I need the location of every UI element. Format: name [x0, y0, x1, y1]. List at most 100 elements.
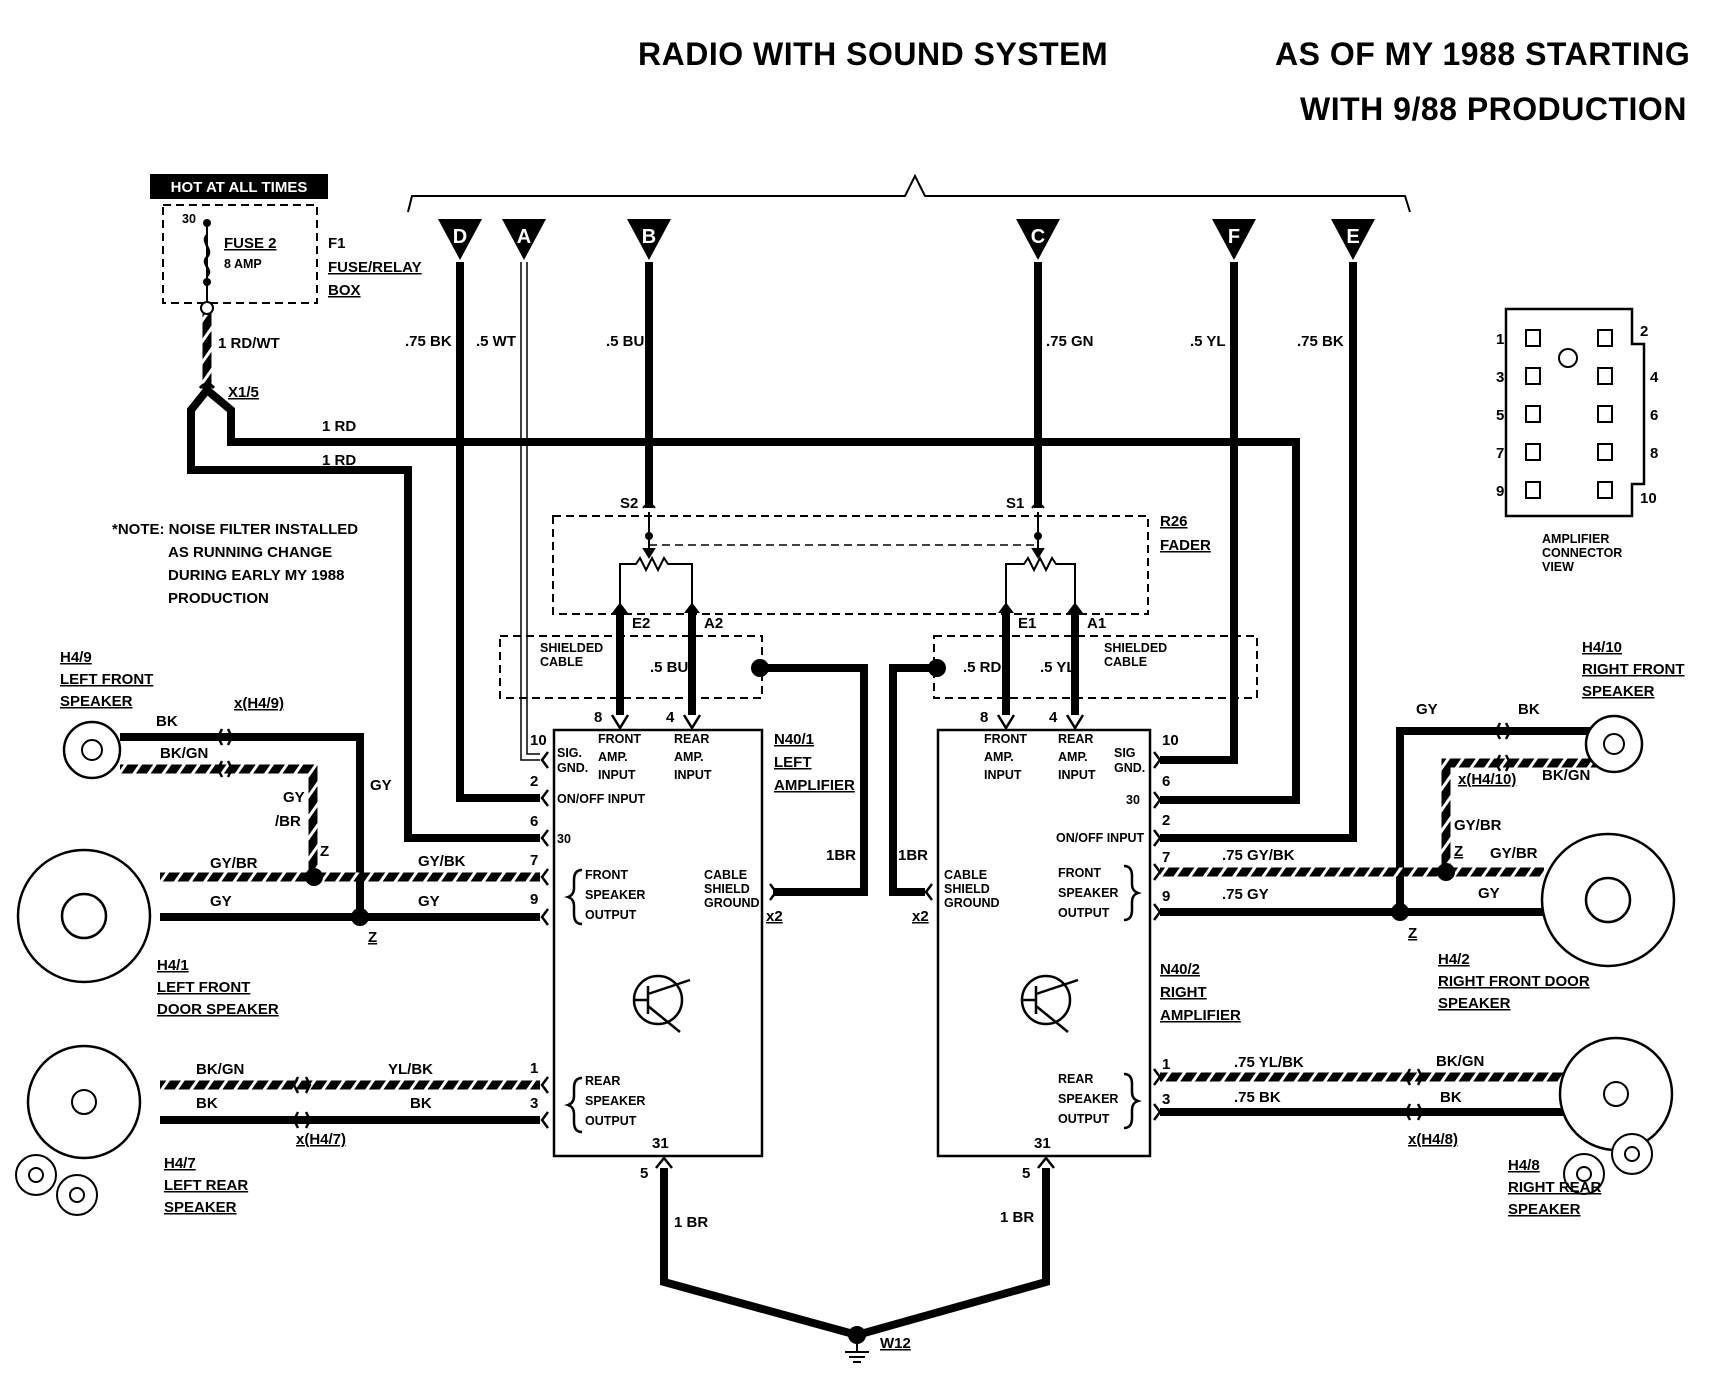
svg-text:H4/1: H4/1 [157, 957, 189, 974]
svg-text:*NOTE: NOISE FILTER INSTALLED: *NOTE: NOISE FILTER INSTALLED [112, 521, 358, 538]
fuse-name: FUSE 2 [224, 235, 277, 252]
wire-E [1160, 262, 1357, 842]
svg-text:AMP.: AMP. [984, 750, 1014, 764]
svg-text:x(H4/8): x(H4/8) [1408, 1131, 1458, 1148]
fuse-box-outline [162, 204, 318, 304]
svg-text:1 BR: 1 BR [674, 1214, 708, 1231]
svg-text:GY: GY [210, 893, 232, 910]
svg-text:x(H4/10): x(H4/10) [1458, 771, 1516, 788]
heavy-wires [120, 262, 1602, 1339]
svg-text:SIG.: SIG. [557, 746, 582, 760]
svg-text:BK/GN: BK/GN [160, 745, 208, 762]
wire-label-B: .5 BU [606, 333, 644, 350]
svg-text:BK/GN: BK/GN [1542, 767, 1590, 784]
svg-text:GROUND: GROUND [704, 896, 760, 910]
fader-outline [552, 515, 1149, 615]
svg-text:x(H4/7): x(H4/7) [296, 1131, 346, 1148]
fader-id: R26 [1160, 513, 1188, 530]
hot-at-all-times: HOT AT ALL TIMES [171, 179, 308, 196]
svg-text:BK: BK [1518, 701, 1540, 718]
svg-text:GND.: GND. [557, 761, 588, 775]
svg-text:OUTPUT: OUTPUT [585, 908, 637, 922]
svg-text:SHIELD: SHIELD [944, 882, 990, 896]
left-front-speaker: H4/9 LEFT FRONT SPEAKER BK BK/GN x(H4/9)… [60, 649, 392, 860]
svg-text:RIGHT: RIGHT [1160, 984, 1207, 1001]
svg-text:BK/GN: BK/GN [196, 1061, 244, 1078]
shield-right-l2: CABLE [1104, 655, 1147, 669]
svg-text:9: 9 [1162, 888, 1170, 905]
svg-text:4: 4 [1650, 369, 1659, 386]
svg-text:H4/7: H4/7 [164, 1155, 196, 1172]
svg-text:9: 9 [530, 891, 538, 908]
wire-label-A: .5 WT [476, 333, 516, 350]
svg-text:GY/BR: GY/BR [210, 855, 258, 872]
fader-e2: E2 [632, 615, 650, 632]
wire-A [520, 262, 540, 761]
svg-text:RIGHT FRONT DOOR: RIGHT FRONT DOOR [1438, 973, 1590, 990]
svg-text:GY/BR: GY/BR [1490, 845, 1538, 862]
svg-text:BK: BK [156, 713, 178, 730]
svg-text:N40/1: N40/1 [774, 731, 814, 748]
fader-right-wire-2: .5 YL [1040, 659, 1076, 676]
svg-text:1: 1 [1496, 331, 1504, 348]
svg-text:BK: BK [196, 1095, 218, 1112]
svg-text:8: 8 [1650, 445, 1658, 462]
x15-connector [198, 382, 216, 390]
svg-text:SPEAKER: SPEAKER [1582, 683, 1655, 700]
svg-text:H4/10: H4/10 [1582, 639, 1622, 656]
wire-label-E: .75 BK [1297, 333, 1344, 350]
fader-s2: S2 [620, 495, 638, 512]
svg-text:7: 7 [1496, 445, 1504, 462]
svg-text:/BR: /BR [275, 813, 301, 830]
svg-text:8: 8 [980, 709, 988, 726]
svg-text:4: 4 [1049, 709, 1058, 726]
svg-text:8: 8 [594, 709, 602, 726]
svg-text:1 BR: 1 BR [1000, 1209, 1034, 1226]
svg-text:VIEW: VIEW [1542, 560, 1574, 574]
wire-label-F: .5 YL [1190, 333, 1226, 350]
fader-e1: E1 [1018, 615, 1036, 632]
svg-text:x(H4/9): x(H4/9) [234, 695, 284, 712]
svg-text:GROUND: GROUND [944, 896, 1000, 910]
svg-text:3: 3 [1162, 1091, 1170, 1108]
svg-text:SPEAKER: SPEAKER [164, 1199, 237, 1216]
fuse-rating: 8 AMP [224, 257, 262, 271]
svg-text:5: 5 [640, 1165, 648, 1182]
right-amplifier: 8 4 FRONT AMP. INPUT REAR AMP. INPUT 10 … [898, 709, 1304, 1226]
fuse-box-line1: FUSE/RELAY [328, 259, 422, 276]
svg-text:REAR: REAR [1058, 1072, 1093, 1086]
connector-B: B [627, 219, 671, 260]
svg-text:30: 30 [1126, 793, 1140, 807]
wire-shield-right [889, 664, 937, 896]
svg-text:.75 YL/BK: .75 YL/BK [1234, 1054, 1304, 1071]
svg-text:YL/BK: YL/BK [388, 1061, 433, 1078]
svg-text:FRONT: FRONT [598, 732, 641, 746]
svg-text:1BR: 1BR [898, 847, 928, 864]
svg-text:GY: GY [283, 789, 305, 806]
svg-text:x2: x2 [912, 908, 929, 925]
svg-text:BK: BK [1440, 1089, 1462, 1106]
shield-left-l2: CABLE [540, 655, 583, 669]
shield-right-l1: SHIELDED [1104, 641, 1167, 655]
svg-text:LEFT REAR: LEFT REAR [164, 1177, 248, 1194]
svg-text:FRONT: FRONT [1058, 866, 1101, 880]
svg-text:3: 3 [530, 1095, 538, 1112]
svg-text:5: 5 [1496, 407, 1504, 424]
svg-text:RIGHT FRONT: RIGHT FRONT [1582, 661, 1685, 678]
svg-text:INPUT: INPUT [1058, 768, 1096, 782]
wire-shield-left [760, 664, 868, 896]
svg-text:10: 10 [530, 732, 547, 749]
left-amplifier: 8 4 FRONT AMP. INPUT REAR AMP. INPUT 10 … [530, 709, 856, 1231]
svg-text:SPEAKER: SPEAKER [60, 693, 133, 710]
connector-A: A [502, 219, 546, 260]
rd-top-label: 1 RD [322, 418, 356, 435]
radio-bracket [407, 173, 1411, 213]
svg-text:3: 3 [1496, 369, 1504, 386]
svg-text:LEFT FRONT: LEFT FRONT [157, 979, 250, 996]
fuse-box-id: F1 [328, 235, 346, 252]
svg-text:SHIELD: SHIELD [704, 882, 750, 896]
svg-text:.75 GY/BK: .75 GY/BK [1222, 847, 1295, 864]
svg-text:H4/2: H4/2 [1438, 951, 1470, 968]
svg-text:CABLE: CABLE [944, 868, 987, 882]
